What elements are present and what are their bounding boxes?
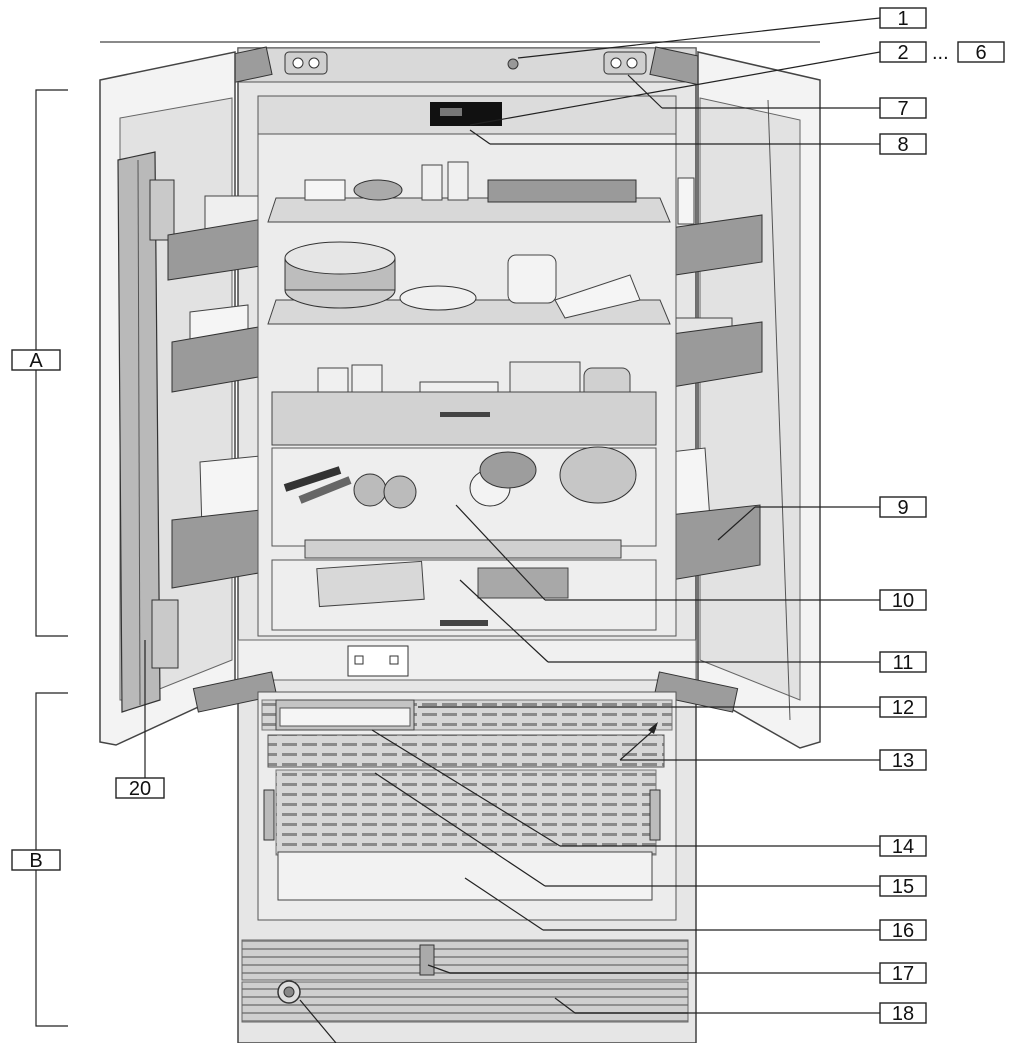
callout-15: 15: [879, 875, 927, 898]
svg-text:6: 6: [975, 42, 986, 64]
callout-20: 20: [115, 777, 165, 800]
callout-13: 13: [879, 749, 927, 772]
callout-14: 14: [879, 835, 927, 858]
callout-16: 16: [879, 919, 927, 942]
freezer-shelf: [267, 734, 665, 768]
callout-9: 9: [879, 496, 927, 519]
svg-text:12: 12: [892, 697, 914, 719]
svg-text:B: B: [29, 850, 42, 872]
svg-text:11: 11: [893, 652, 914, 674]
svg-text:18: 18: [892, 1003, 914, 1025]
callout-10: 10: [879, 589, 927, 612]
zone-label-a: A: [11, 349, 61, 372]
svg-text:10: 10: [892, 590, 914, 612]
fridge-compartment: [257, 95, 677, 637]
svg-text:2: 2: [897, 42, 908, 64]
svg-text:8: 8: [897, 134, 908, 156]
callout-17: 17: [879, 962, 927, 985]
svg-text:17: 17: [892, 963, 914, 985]
svg-text:16: 16: [892, 920, 914, 942]
callout-range-ellipsis: ...: [932, 42, 949, 64]
svg-text:13: 13: [892, 750, 914, 772]
svg-text:1: 1: [897, 8, 908, 30]
appliance-illustration: [99, 41, 821, 1043]
zone-label-b: B: [11, 849, 61, 872]
callout-1: 1: [879, 7, 927, 30]
svg-text:A: A: [29, 350, 43, 372]
freezer-drawer: [277, 851, 653, 901]
door-sensor: [507, 58, 519, 70]
callout-6: 6: [957, 41, 1005, 64]
callout-7: 7: [879, 97, 927, 120]
svg-text:15: 15: [892, 876, 914, 898]
callout-18: 18: [879, 1002, 927, 1025]
svg-text:14: 14: [892, 836, 914, 858]
callout-11: 11: [879, 651, 927, 674]
callout-8: 8: [879, 133, 927, 156]
callout-2: 2: [879, 41, 927, 64]
freezer-compartment: [257, 691, 677, 921]
svg-text:9: 9: [897, 497, 908, 519]
svg-text:20: 20: [129, 778, 151, 800]
callout-12: 12: [879, 696, 927, 719]
svg-text:7: 7: [897, 98, 908, 120]
chiller-drawer: [271, 391, 657, 446]
